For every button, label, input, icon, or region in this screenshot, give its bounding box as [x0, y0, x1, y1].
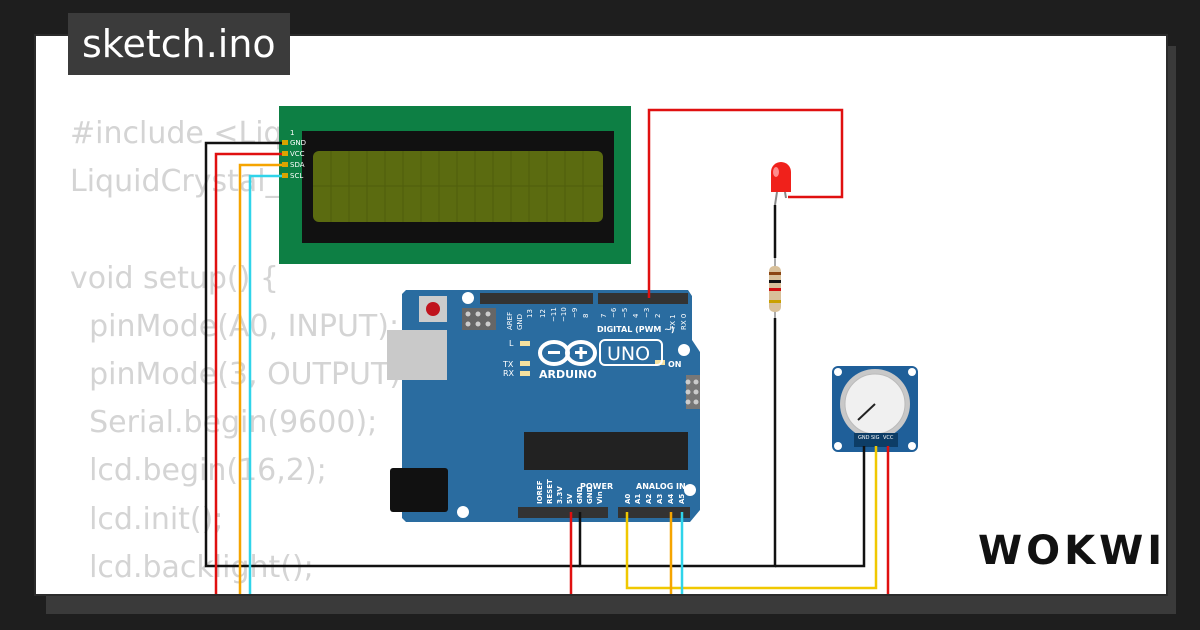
pin-label: 13	[526, 309, 534, 318]
code-line: lcd.init();	[70, 501, 224, 537]
pin-label: TX 1	[669, 314, 677, 331]
resistor[interactable]	[769, 255, 781, 320]
pin-header	[518, 507, 608, 518]
reset-button[interactable]	[426, 302, 440, 316]
pin-label: A2	[645, 494, 653, 504]
pin-label: A1	[634, 494, 642, 504]
arduino-brand-text: ARDUINO	[539, 368, 597, 381]
pin-label: A3	[656, 494, 664, 504]
red-led[interactable]	[771, 162, 791, 206]
pot-pin-label: VCC	[883, 435, 894, 441]
potentiometer[interactable]: GND SIG VCC	[832, 366, 918, 452]
pin-label: ~10	[560, 307, 568, 322]
wire-red	[647, 108, 844, 298]
pin-label: AREF	[506, 312, 514, 330]
lcd-pin-label: SDA	[290, 161, 305, 169]
pin-label: 7	[600, 314, 608, 318]
code-line: void setup() {	[70, 260, 279, 296]
pin-label: GND	[576, 486, 584, 504]
power-label: POWER	[580, 482, 613, 491]
on-label: ON	[668, 360, 682, 369]
wire-black	[204, 141, 580, 568]
pin-label: 2	[654, 314, 662, 318]
wire-black	[578, 318, 777, 568]
pin-label: 5V	[566, 493, 574, 504]
pin-label: GND	[586, 486, 594, 504]
code-line: pinMode(A0, INPUT);	[70, 308, 400, 344]
wires	[204, 108, 890, 594]
pin-label: RX 0	[680, 314, 688, 330]
pin-label: GND	[516, 314, 524, 330]
pin-label: ~3	[643, 308, 651, 318]
usb-port	[387, 330, 447, 380]
code-line: lcd.begin(16,2);	[70, 453, 327, 489]
pot-pin-label: GND	[858, 435, 870, 441]
wokwi-logo: WOKWI	[978, 528, 1167, 574]
wire-cyan	[248, 174, 282, 594]
wire-red	[214, 152, 282, 594]
pin-label: A5	[678, 494, 686, 504]
top-pin-labels: AREF GND 13 12 ~11 ~10 ~9 8 7 ~6 ~5 4 ~3…	[506, 307, 688, 331]
pin-label: RESET	[546, 479, 554, 504]
analog-label: ANALOG IN	[636, 482, 686, 491]
pin-label: ~9	[571, 308, 579, 318]
potentiometer-knob[interactable]	[857, 403, 876, 421]
model-badge	[599, 339, 663, 366]
pin-label: ~11	[550, 307, 558, 322]
pin-header	[480, 293, 593, 304]
pin-header	[618, 507, 690, 518]
pin-label: 12	[539, 309, 547, 318]
pin-label: ~6	[610, 307, 618, 318]
digital-label: DIGITAL (PWM ~)	[597, 325, 675, 334]
arduino-model: UNO	[607, 343, 650, 365]
wire-orange	[238, 163, 282, 594]
pin-label: 8	[582, 314, 590, 318]
lcd-display[interactable]: 1 GND VCC SDA SCL	[279, 106, 631, 264]
wire-black	[775, 446, 866, 568]
pot-pin-label: SIG	[871, 435, 880, 441]
pin-label: 3.3V	[556, 486, 564, 504]
wire-yellow	[625, 446, 878, 590]
arduino-uno-board[interactable]: DIGITAL (PWM ~) POWER ANALOG IN ON L TX …	[387, 290, 700, 522]
arduino-logo	[538, 340, 597, 366]
pin-label: 4	[632, 313, 640, 318]
pin-label: A4	[667, 494, 675, 504]
pin-label: Vin	[596, 491, 604, 504]
filename-tab[interactable]: sketch.ino	[68, 13, 290, 75]
led-label: TX	[502, 360, 514, 369]
microcontroller-chip	[524, 432, 688, 470]
pin-header	[598, 293, 688, 304]
pin-label: IOREF	[536, 480, 544, 504]
lcd-pin-label: VCC	[290, 150, 305, 158]
bottom-pin-labels: IOREF RESET 3.3V 5V GND GND Vin A0 A1 A2…	[536, 479, 686, 504]
lcd-pin-label: SCL	[290, 172, 303, 180]
lcd-pin-label: GND	[290, 139, 306, 147]
lcd-pin-label: 1	[290, 129, 294, 137]
led-label: RX	[503, 369, 515, 378]
code-line: Serial.begin(9600);	[70, 405, 378, 441]
pin-label: ~5	[621, 308, 629, 318]
pin-label: A0	[624, 494, 632, 504]
power-jack	[390, 468, 448, 512]
led-label: L	[509, 339, 514, 348]
